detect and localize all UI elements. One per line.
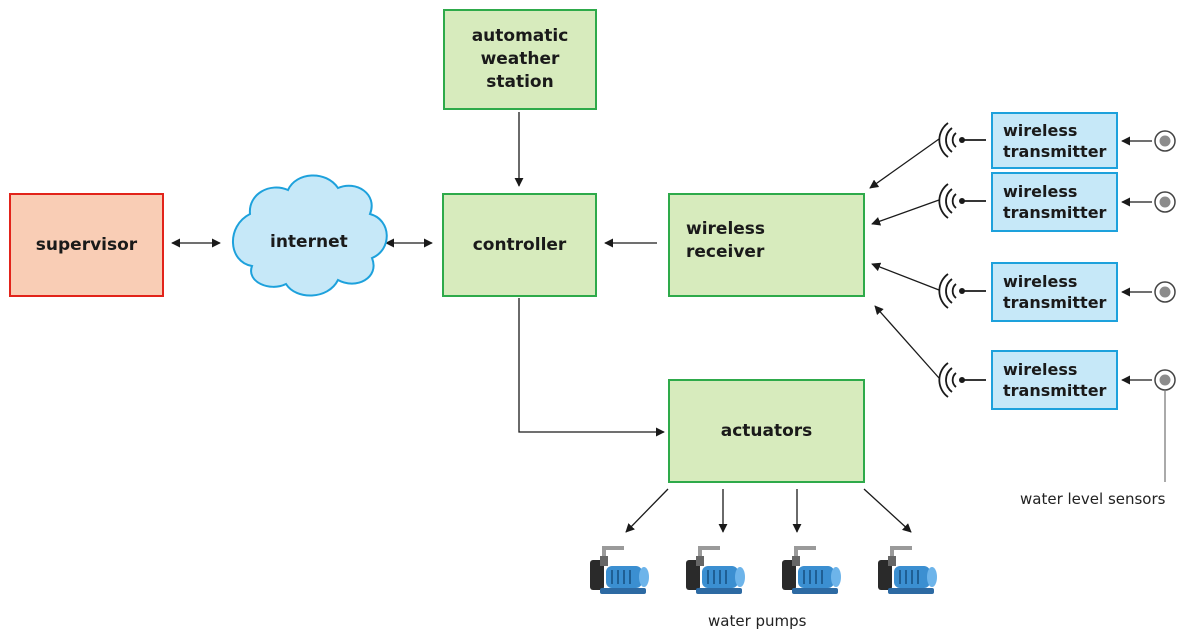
wireless-transmitter-box: wireless transmitter xyxy=(991,262,1118,322)
actuators-box: actuators xyxy=(668,379,865,483)
internet-label: internet xyxy=(270,232,348,252)
arrow-transmitter-2-to-receiver xyxy=(871,199,940,226)
water-pump-icon xyxy=(590,546,649,594)
water-pumps-caption: water pumps xyxy=(708,612,807,630)
actuators-label: actuators xyxy=(720,420,813,441)
weather-station-label: automatic weather station xyxy=(471,26,569,92)
supervisor-box: supervisor xyxy=(9,193,164,297)
wireless-signal-icon xyxy=(938,362,986,398)
arrow-actuators-to-pump-1 xyxy=(625,488,669,533)
controller-box: controller xyxy=(442,193,597,297)
wireless-transmitter-box: wireless transmitter xyxy=(991,112,1118,169)
water-pump-icon xyxy=(686,546,745,594)
wireless-transmitter-box: wireless transmitter xyxy=(991,172,1118,232)
water-level-sensor-icon xyxy=(1154,281,1176,303)
wireless-receiver-box xyxy=(668,193,865,297)
arrow-actuators-to-pump-4 xyxy=(863,488,912,533)
wireless-transmitter-box: wireless transmitter xyxy=(991,350,1118,410)
wireless-transmitter-label: wireless transmitter xyxy=(1003,272,1107,312)
wireless-transmitter-label: wireless transmitter xyxy=(1003,182,1107,222)
water-level-sensor-icon xyxy=(1154,130,1176,152)
wireless-receiver-label: wireless receiver xyxy=(686,219,766,262)
wireless-transmitter-label: wireless transmitter xyxy=(1003,120,1107,161)
water-level-sensor-icon xyxy=(1154,191,1176,213)
arrow-transmitter-1-to-receiver xyxy=(869,138,940,189)
supervisor-label: supervisor xyxy=(35,234,138,255)
water-pump-icon xyxy=(782,546,841,594)
wireless-signal-icon xyxy=(938,273,986,309)
water-pump-icon xyxy=(878,546,937,594)
wireless-signal-icon xyxy=(938,183,986,219)
internet-cloud xyxy=(232,174,388,297)
arrow-transmitter-3-to-receiver xyxy=(871,262,940,291)
controller-label: controller xyxy=(472,234,567,255)
wireless-transmitter-label: wireless transmitter xyxy=(1003,360,1107,400)
arrow-transmitter-4-to-receiver xyxy=(874,305,940,379)
arrow-controller-to-actuators xyxy=(518,298,665,437)
weather-station-box: automatic weather station xyxy=(443,9,597,110)
water-level-sensors-caption: water level sensors xyxy=(1020,490,1166,508)
wireless-signal-icon xyxy=(938,122,986,158)
water-level-sensor-icon xyxy=(1154,369,1176,391)
